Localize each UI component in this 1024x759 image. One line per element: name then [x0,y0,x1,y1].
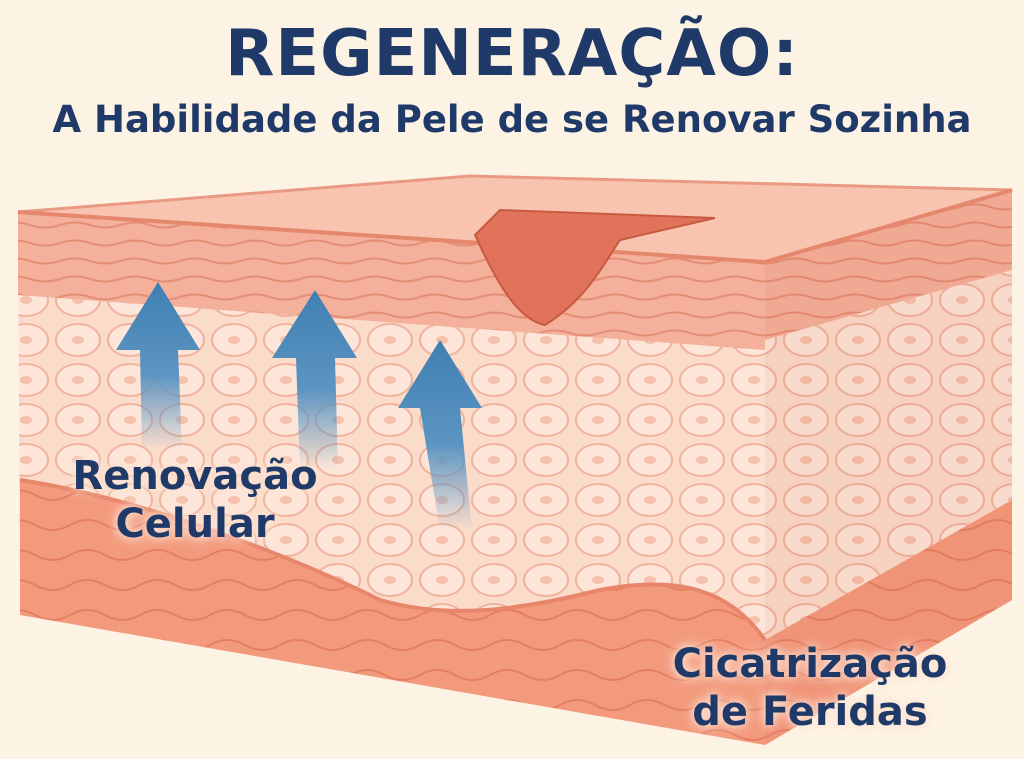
cell-renewal-label: Renovação Celular [40,452,350,548]
arrow-up-icon [116,282,200,450]
label-line: Cicatrização [672,641,948,687]
arrow-up-icon [398,340,482,530]
label-line: de Feridas [692,689,928,735]
arrow-up-icon [272,290,357,470]
side-epidermis [765,190,1012,340]
wound [473,208,716,327]
label-line: Celular [115,501,275,547]
side-dermis [765,500,1012,745]
epidermis-layer [18,212,765,350]
wound-healing-label: Cicatrização de Feridas [640,640,980,736]
page-subtitle: A Habilidade da Pele de se Renovar Sozin… [52,98,972,141]
dermis-layer [20,480,765,745]
page-title: REGENERAÇÃO: [225,17,799,91]
label-line: Renovação [72,453,318,499]
